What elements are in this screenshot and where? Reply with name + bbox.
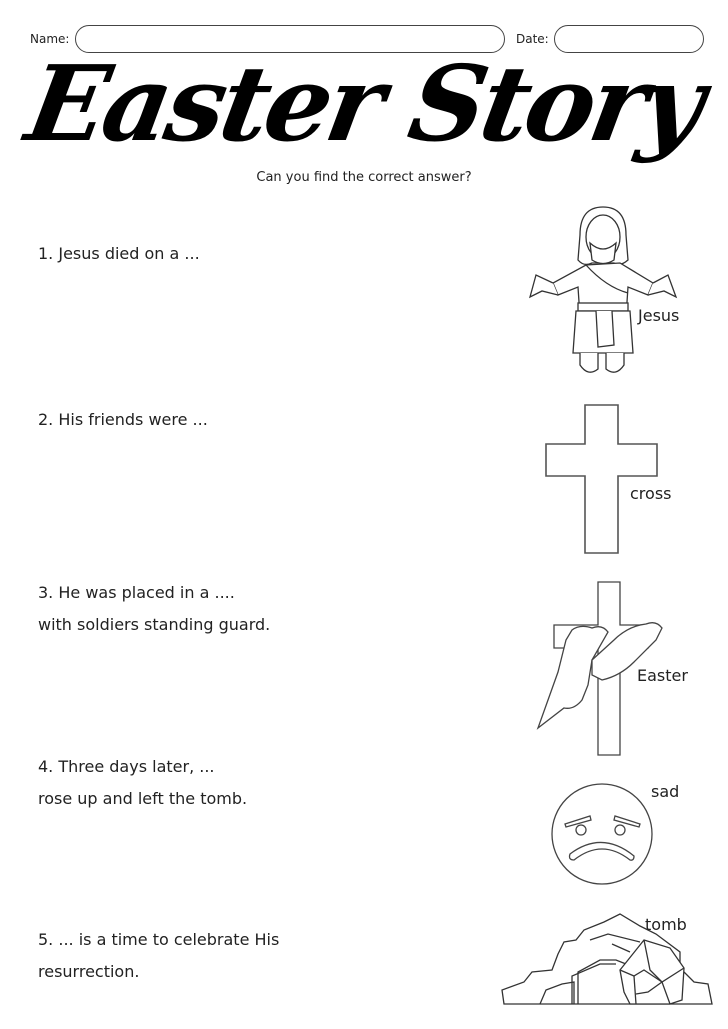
- question-1: 1. Jesus died on a ...: [38, 244, 200, 263]
- answer-jesus: Jesus: [638, 306, 680, 325]
- name-field[interactable]: [75, 25, 505, 53]
- sad-face-icon: [551, 783, 653, 885]
- question-3: 3. He was placed in a .... with soldiers…: [38, 583, 271, 634]
- date-label: Date:: [516, 32, 549, 46]
- tomb-icon: [501, 913, 713, 1005]
- cross-icon: [545, 404, 658, 554]
- answer-tomb: tomb: [645, 915, 687, 934]
- question-2: 2. His friends were ...: [38, 410, 208, 429]
- question-4: 4. Three days later, ... rose up and lef…: [38, 757, 248, 808]
- answer-easter: Easter: [637, 666, 688, 685]
- cross-with-cloth-icon: [536, 581, 663, 756]
- question-5: 5. ... is a time to celebrate His resurr…: [38, 930, 280, 981]
- date-field[interactable]: [554, 25, 704, 53]
- name-label: Name:: [30, 32, 70, 46]
- jesus-illustration: [528, 206, 678, 373]
- answer-cross: cross: [630, 484, 672, 503]
- subtitle: Can you find the correct answer?: [256, 170, 472, 185]
- page-title: Easter Story: [18, 42, 711, 165]
- answer-sad: sad: [651, 782, 680, 801]
